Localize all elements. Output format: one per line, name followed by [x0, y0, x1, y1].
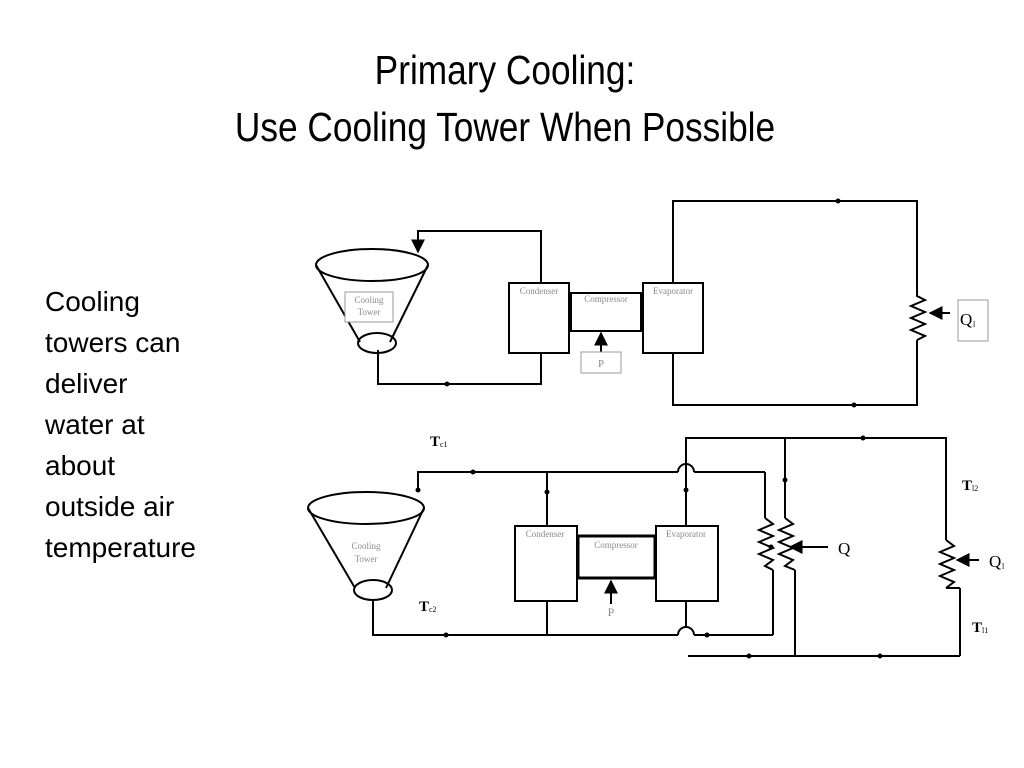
top-load-box [957, 299, 989, 342]
bottom-right-resistor [937, 539, 957, 589]
top-tower-label-2: Tower [358, 307, 381, 317]
body-line-2: towers can [45, 327, 181, 358]
top-chilled-loop [672, 200, 918, 293]
tl1-sub: l1 [982, 626, 988, 635]
top-condenser-box [508, 282, 570, 354]
bottom-power-label: P [608, 605, 615, 619]
body-line-5: about [45, 450, 116, 481]
bottom-diagram [307, 435, 979, 659]
bottom-evaporator-label: Evaporator [666, 529, 706, 539]
bottom-mid-resistor-right [776, 517, 796, 571]
body-text: Cooling towers can deliver water at abou… [45, 281, 245, 568]
title-line-1: Primary Cooling: [374, 47, 636, 93]
bottom-tower-label-1: Cooling [351, 541, 381, 551]
bottom-mid-resistor-left [756, 517, 776, 571]
body-line-3: deliver [45, 368, 128, 399]
top-load-label: Q [960, 310, 972, 329]
tl2-sub: l2 [972, 484, 978, 493]
tc1-sub: c1 [440, 440, 448, 449]
top-return-pipe [377, 350, 542, 385]
top-compressor-label: Compressor [584, 294, 628, 304]
top-diagram [315, 198, 989, 408]
bottom-return-pipe [372, 600, 678, 636]
body-line-4: water at [45, 409, 145, 440]
bottom-tower-label-2: Tower [355, 554, 378, 564]
title-line-2: Use Cooling Tower When Possible [234, 104, 776, 150]
body-line-7: temperature [45, 532, 196, 563]
tl1-label: T [972, 620, 982, 636]
top-supply-pipe [411, 230, 542, 283]
bottom-diagram-labels: Cooling Tower Condenser Compressor Evapo… [351, 434, 1005, 636]
tl2-label: T [962, 478, 972, 494]
top-power-label: P [598, 358, 604, 370]
tc1-label: T [430, 434, 440, 450]
bottom-supply-pipe [417, 471, 678, 490]
body-line-6: outside air [45, 491, 175, 522]
top-diagram-labels: Cooling Tower Condenser Compressor Evapo… [354, 286, 976, 370]
bottom-cooling-tower [307, 491, 425, 601]
top-cooling-tower [315, 248, 429, 354]
tc2-label: T [419, 599, 429, 615]
top-load-sub: l [973, 320, 976, 329]
bottom-compressor-label: Compressor [594, 540, 638, 550]
top-compressor-box [570, 292, 642, 332]
top-load-resistor [908, 293, 928, 341]
bottom-right-load-sub: l [1002, 562, 1005, 571]
top-condenser-label: Condenser [520, 286, 559, 296]
top-evaporator-label: Evaporator [653, 286, 693, 296]
slide-title: Primary Cooling: Use Cooling Tower When … [71, 42, 940, 156]
top-power-box [580, 351, 622, 374]
tc2-sub: c2 [429, 605, 437, 614]
bottom-condenser-label: Condenser [526, 529, 565, 539]
bottom-mid-load-label: Q [838, 539, 850, 558]
top-tower-label-1: Cooling [354, 295, 384, 305]
bottom-right-load-label: Q [989, 552, 1001, 571]
body-line-1: Cooling [45, 286, 140, 317]
